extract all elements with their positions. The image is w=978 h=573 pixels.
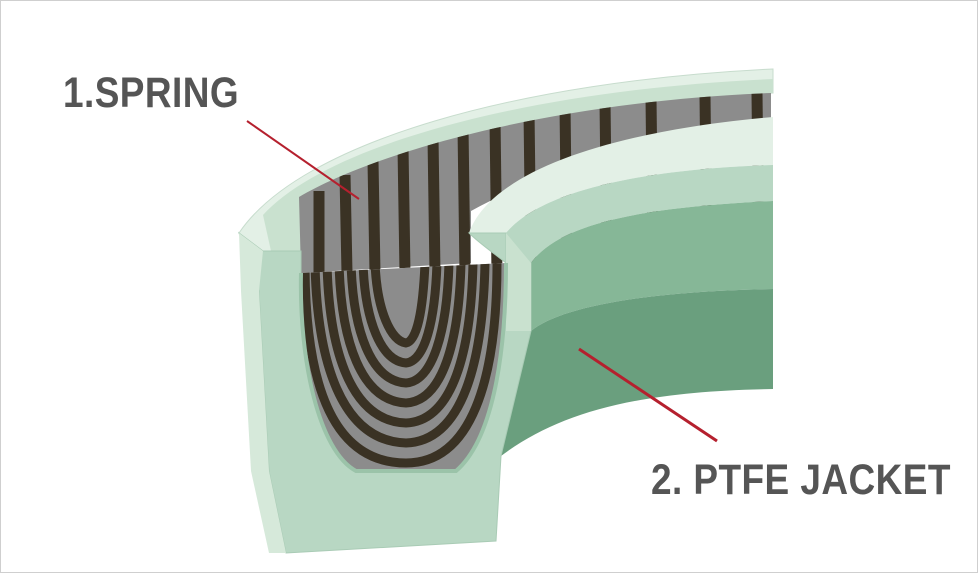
jacket-cross-section-highlight [239, 233, 286, 553]
jacket-leader-line [578, 347, 718, 443]
jacket-inner-wall-lower [501, 289, 773, 456]
jacket-outer-lip-edge [263, 79, 773, 251]
spring-label: 1.SPRING [63, 69, 240, 117]
spring-cavity-rim [298, 262, 508, 473]
spring-coils-section [300, 263, 502, 468]
jacket-lip-right-bevel [506, 233, 531, 331]
jacket-inner-wall-face [506, 201, 773, 331]
jacket-inner-wall-bevel [506, 165, 773, 263]
spring-leader-line [246, 120, 360, 200]
jacket-inner-wall-top [469, 117, 773, 233]
ptfe-jacket-label: 2. PTFE JACKET [651, 456, 951, 504]
